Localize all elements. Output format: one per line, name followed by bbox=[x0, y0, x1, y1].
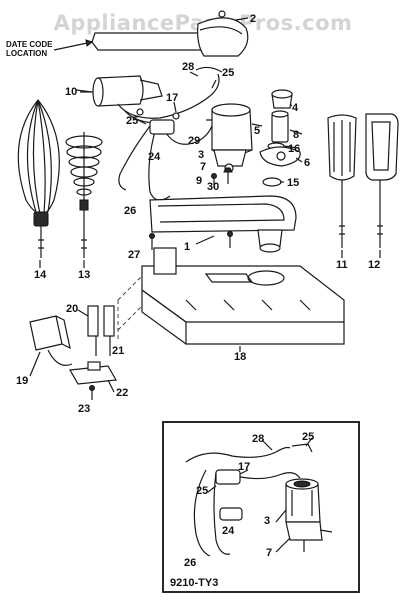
svg-text:29: 29 bbox=[188, 135, 200, 147]
part-18-stand[interactable] bbox=[141, 247, 345, 345]
part-22-switch-plate[interactable] bbox=[69, 361, 117, 385]
inset-caption: 9210-TY3 bbox=[170, 577, 218, 589]
svg-text:23: 23 bbox=[78, 403, 90, 415]
assembly-guide-lines bbox=[117, 275, 143, 340]
svg-text:9: 9 bbox=[196, 175, 202, 187]
part-21-switch-contacts[interactable] bbox=[95, 336, 111, 356]
part-5-shaft[interactable] bbox=[271, 110, 289, 143]
svg-text:14: 14 bbox=[34, 269, 47, 281]
part-3-gear-housing[interactable] bbox=[206, 103, 263, 156]
part-13-spiral-whisk[interactable] bbox=[65, 132, 103, 258]
callout-labels: 2 10 28 25 17 25 29 24 3 4 5 8 16 6 15 7… bbox=[16, 13, 380, 415]
svg-text:27: 27 bbox=[128, 249, 140, 261]
svg-text:3: 3 bbox=[264, 515, 270, 527]
svg-text:LOCATION: LOCATION bbox=[6, 49, 47, 58]
svg-text:24: 24 bbox=[222, 525, 235, 537]
svg-text:19: 19 bbox=[16, 375, 28, 387]
svg-text:1: 1 bbox=[184, 241, 190, 253]
part-1-screw[interactable] bbox=[227, 231, 233, 249]
svg-text:2: 2 bbox=[250, 13, 256, 25]
svg-text:4: 4 bbox=[292, 102, 299, 114]
svg-text:5: 5 bbox=[254, 125, 260, 137]
svg-text:28: 28 bbox=[252, 433, 264, 445]
inset-part-7-base[interactable] bbox=[285, 521, 333, 552]
svg-text:15: 15 bbox=[287, 177, 299, 189]
svg-text:25: 25 bbox=[196, 485, 208, 497]
svg-text:25: 25 bbox=[126, 115, 138, 127]
svg-text:17: 17 bbox=[166, 92, 178, 104]
svg-text:28: 28 bbox=[182, 61, 194, 73]
svg-text:22: 22 bbox=[116, 387, 128, 399]
svg-text:DATE CODE: DATE CODE bbox=[6, 40, 53, 49]
svg-text:8: 8 bbox=[293, 129, 299, 141]
inset-part-3-motor[interactable] bbox=[285, 478, 321, 523]
part-20-switch-bracket[interactable] bbox=[87, 305, 115, 337]
inset-wiring[interactable] bbox=[185, 443, 313, 557]
part-14-balloon-whisk[interactable] bbox=[17, 99, 60, 258]
part-1-base-housing[interactable] bbox=[149, 195, 297, 253]
svg-text:26: 26 bbox=[124, 205, 136, 217]
part-12-paddle[interactable] bbox=[365, 113, 399, 248]
part-4-knob[interactable] bbox=[271, 89, 293, 109]
svg-text:7: 7 bbox=[200, 161, 206, 173]
inset-leader-lines bbox=[207, 437, 313, 553]
svg-text:10: 10 bbox=[65, 86, 77, 98]
svg-text:16: 16 bbox=[288, 143, 300, 155]
svg-text:11: 11 bbox=[336, 259, 348, 271]
leader-lines bbox=[29, 17, 381, 393]
svg-text:3: 3 bbox=[198, 149, 204, 161]
svg-text:30: 30 bbox=[207, 181, 219, 193]
part-27-screw[interactable] bbox=[149, 233, 155, 251]
svg-text:7: 7 bbox=[266, 547, 272, 559]
part-9-screw[interactable] bbox=[211, 173, 217, 189]
svg-text:24: 24 bbox=[148, 151, 161, 163]
part-30-screw[interactable] bbox=[223, 167, 233, 184]
svg-text:26: 26 bbox=[184, 557, 196, 569]
wiring-harness[interactable] bbox=[117, 66, 223, 201]
svg-text:21: 21 bbox=[112, 345, 124, 357]
date-code-note: DATE CODE LOCATION bbox=[6, 39, 94, 58]
part-10-motor[interactable] bbox=[80, 75, 163, 107]
svg-text:25: 25 bbox=[302, 431, 314, 443]
svg-text:18: 18 bbox=[234, 351, 246, 363]
svg-text:12: 12 bbox=[368, 259, 380, 271]
inset-detail-box bbox=[162, 421, 360, 593]
svg-text:20: 20 bbox=[66, 303, 78, 315]
svg-text:25: 25 bbox=[222, 67, 234, 79]
part-15-gasket[interactable] bbox=[262, 177, 282, 187]
part-23-screw[interactable] bbox=[89, 385, 95, 401]
part-11-beater[interactable] bbox=[327, 114, 357, 248]
svg-text:17: 17 bbox=[238, 461, 250, 473]
svg-text:13: 13 bbox=[78, 269, 90, 281]
part-6-gear-plate[interactable] bbox=[259, 146, 301, 167]
part-19-power-adapter[interactable] bbox=[29, 315, 73, 366]
svg-text:6: 6 bbox=[304, 157, 310, 169]
